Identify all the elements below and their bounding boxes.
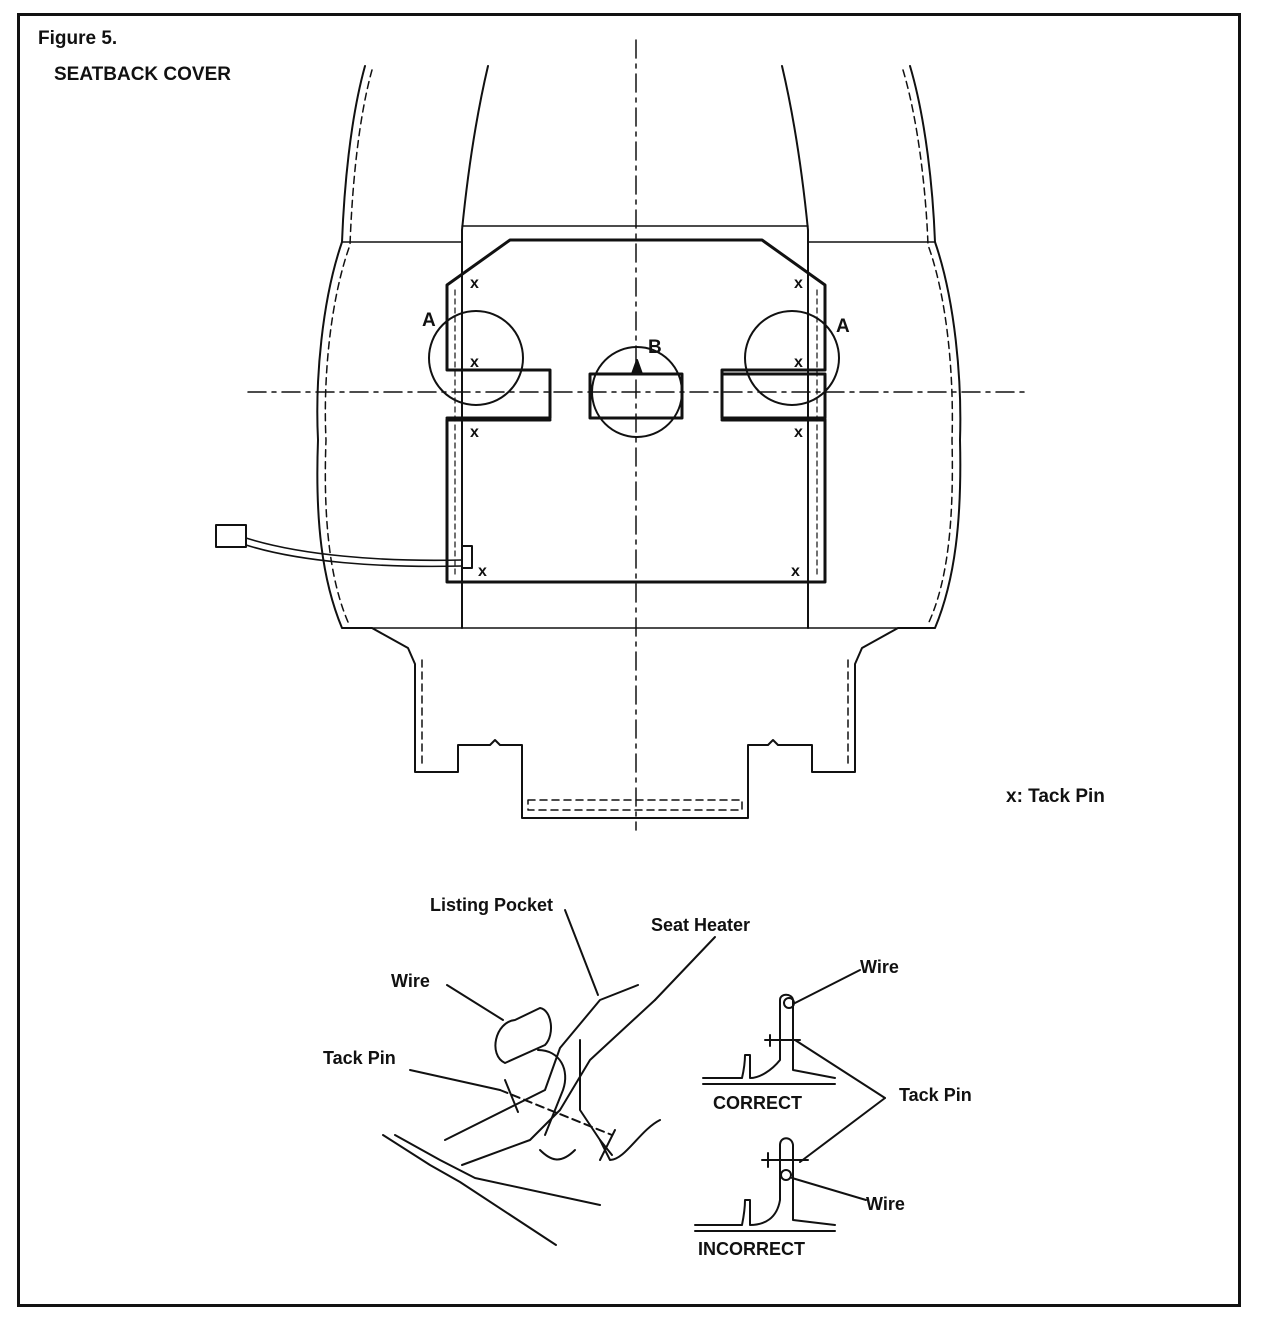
label-wire: Wire: [391, 971, 430, 991]
callout-b: B: [648, 337, 662, 358]
label-seat-heater: Seat Heater: [651, 915, 750, 935]
tack-mark: x: [470, 354, 479, 371]
heater-upper: [445, 238, 827, 420]
label-listing-pocket: Listing Pocket: [430, 895, 553, 915]
legend-tack-pin: x: Tack Pin: [1006, 786, 1105, 807]
tack-mark: x: [794, 424, 803, 441]
seatback-outline: [316, 65, 962, 819]
detail-illustration: [382, 909, 716, 1246]
tack-mark: x: [470, 424, 479, 441]
tack-mark: x: [794, 275, 803, 292]
tack-mark: x: [470, 275, 479, 292]
figure-subtitle: SEATBACK COVER: [54, 64, 231, 85]
label-tack-pin: Tack Pin: [323, 1048, 396, 1068]
label-wire-correct: Wire: [860, 957, 899, 977]
harness-wire: [245, 537, 463, 568]
figure-title: Figure 5.: [38, 28, 118, 49]
tack-mark: x: [478, 563, 487, 580]
tack-mark: x: [791, 563, 800, 580]
callout-a-right: A: [836, 316, 850, 337]
tack-mark: x: [794, 354, 803, 371]
comparison-illustration: [694, 969, 886, 1232]
figure-frame: [17, 13, 1241, 1307]
label-correct: CORRECT: [713, 1093, 802, 1113]
label-wire-incorrect: Wire: [866, 1194, 905, 1214]
label-tack-pin-comparison: Tack Pin: [899, 1085, 972, 1105]
callout-a-left: A: [422, 310, 436, 331]
label-incorrect: INCORRECT: [698, 1239, 805, 1259]
inner-panel: [461, 65, 809, 629]
